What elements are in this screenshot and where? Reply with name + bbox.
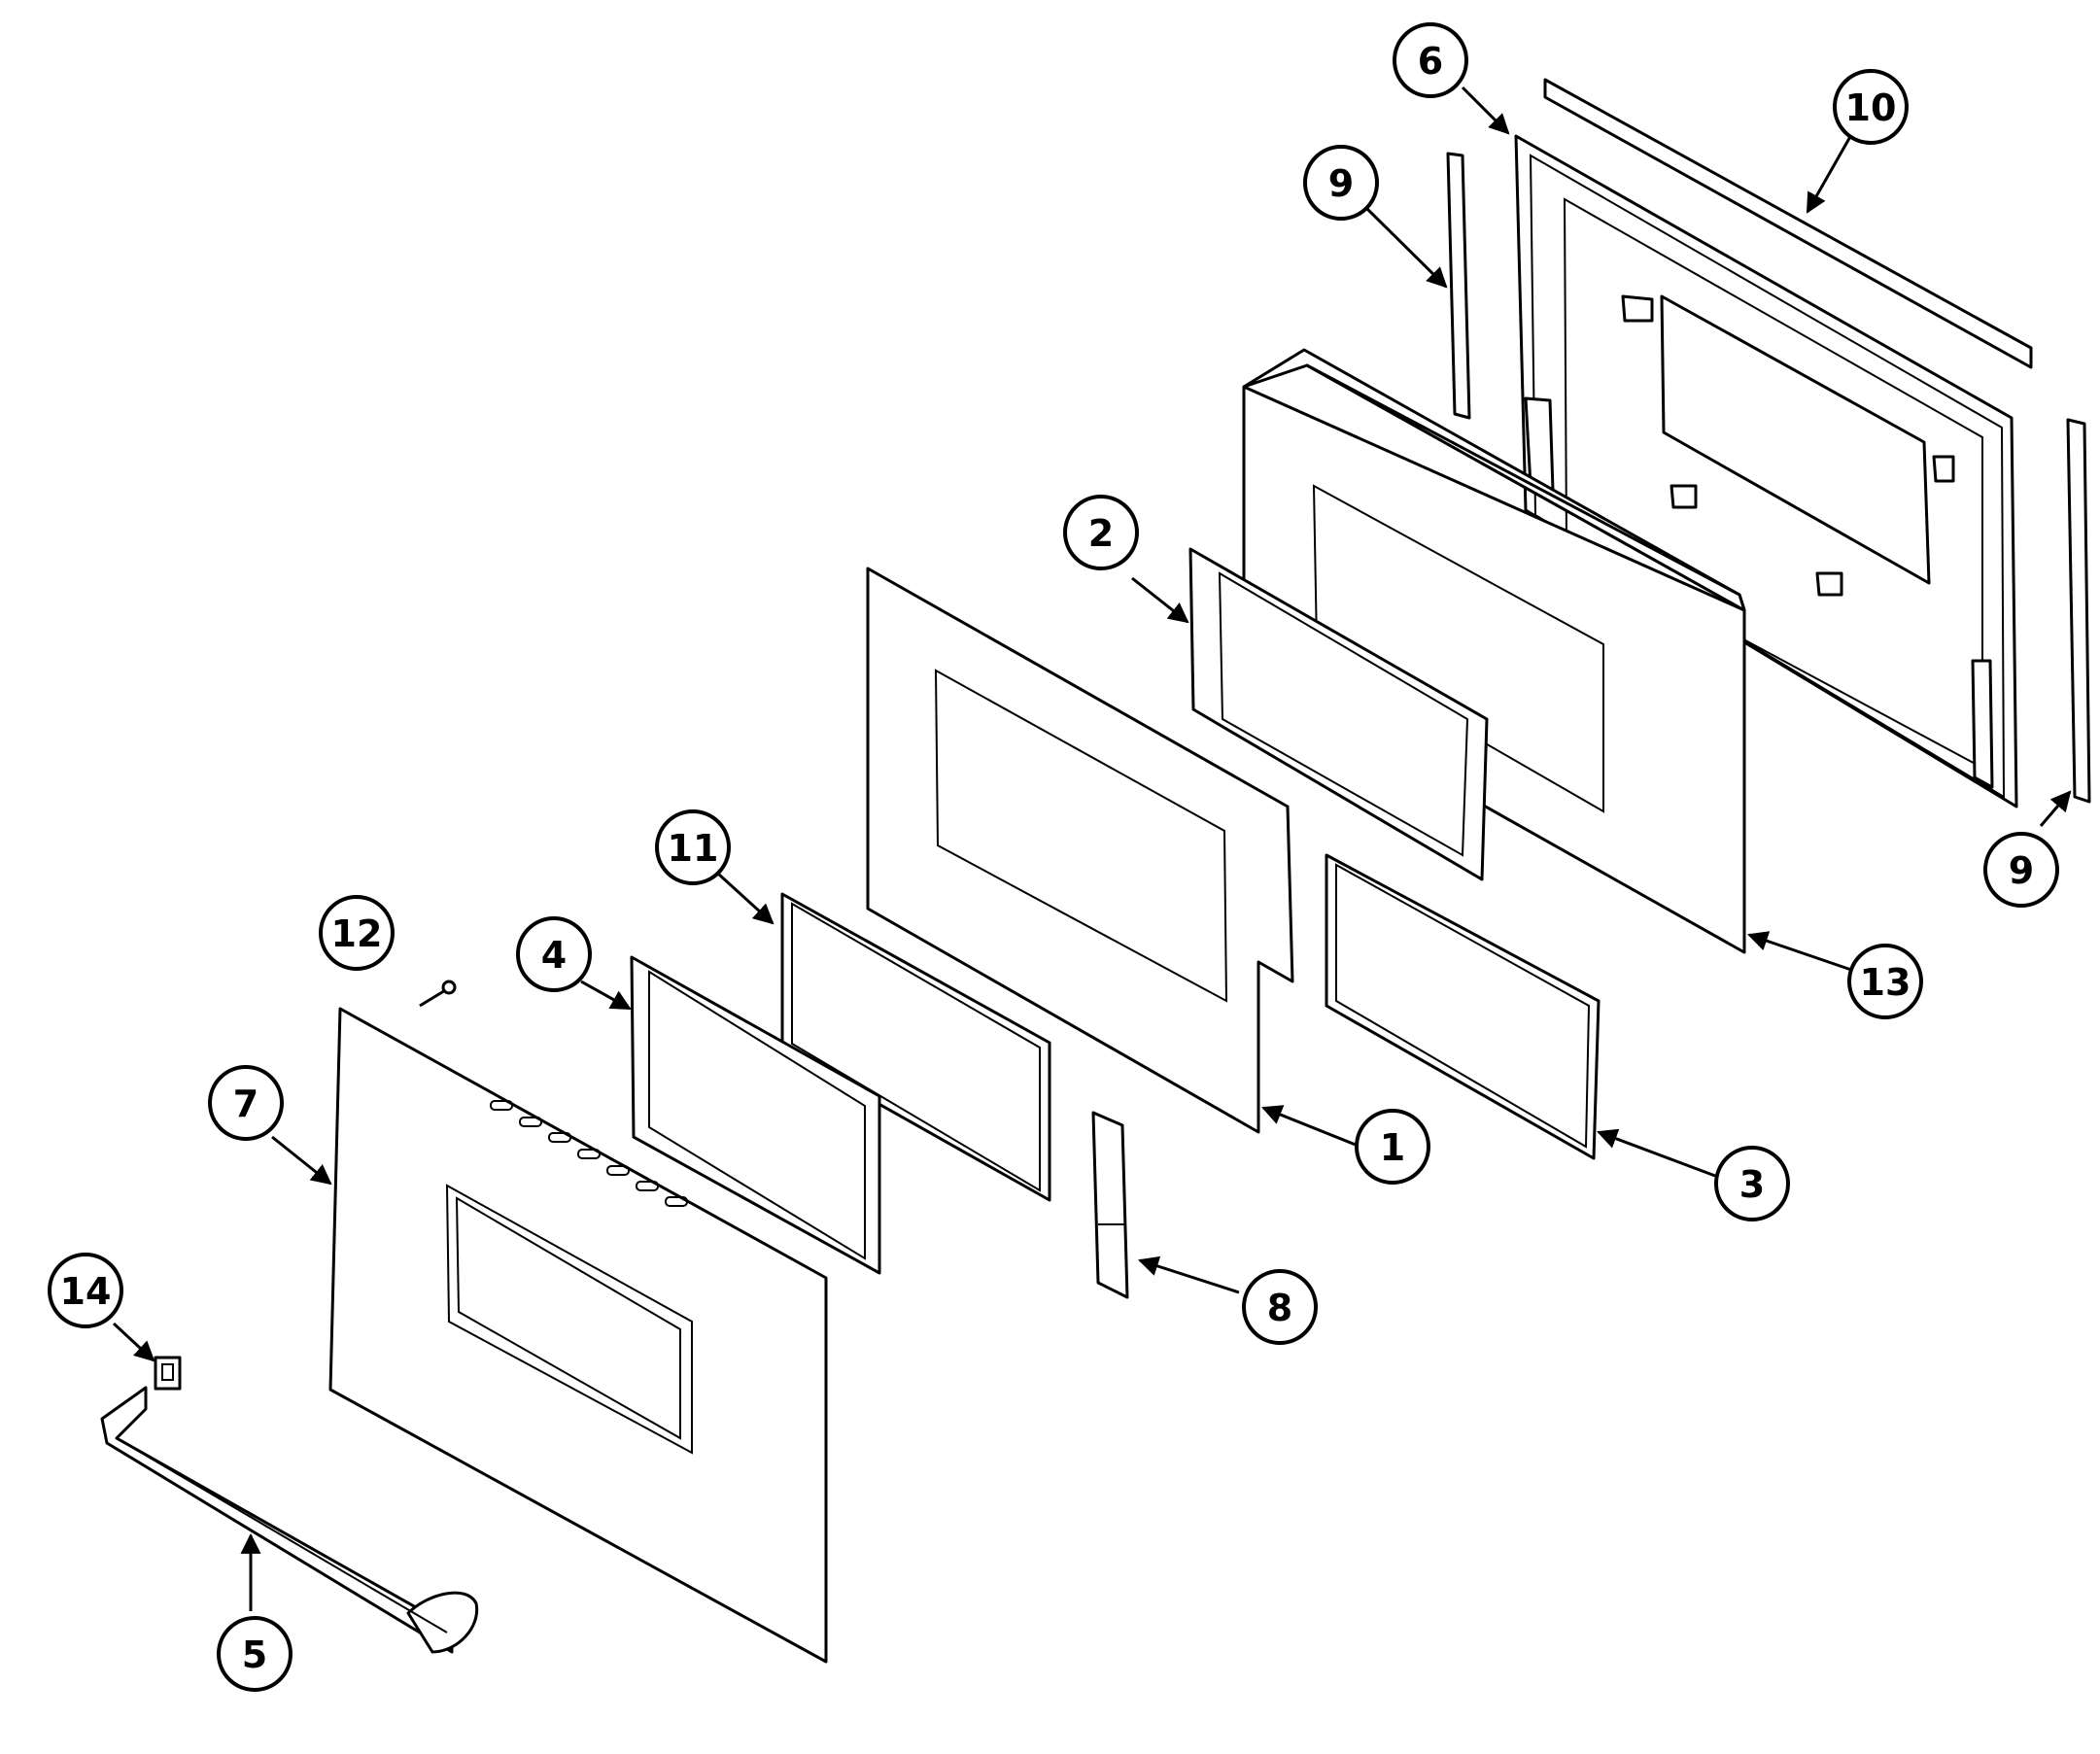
svg-text:12: 12 (331, 912, 383, 955)
part-glass-pane-outer (1325, 853, 1601, 1160)
vent-slots (490, 1100, 688, 1207)
callout-5: 5 (217, 1616, 293, 1692)
svg-text:9: 9 (2009, 849, 2034, 892)
part-top-trim-strip (1543, 78, 2033, 369)
callout-1: 1 (1355, 1109, 1430, 1185)
part-insulation-box (1242, 348, 1746, 954)
svg-text:2: 2 (1088, 512, 1114, 555)
svg-text:3: 3 (1739, 1163, 1765, 1206)
svg-text:1: 1 (1380, 1126, 1405, 1169)
part-side-strip-right (2066, 418, 2091, 804)
svg-text:11: 11 (668, 827, 719, 870)
callout-11: 11 (655, 809, 731, 885)
leader-lines (112, 86, 2072, 1611)
svg-text:4: 4 (541, 934, 567, 977)
callout-9-right: 9 (1983, 832, 2059, 908)
part-screw (419, 980, 457, 1008)
part-door-liner (866, 567, 1294, 1134)
part-inner-door-panel (1514, 134, 2018, 808)
callout-9-left: 9 (1303, 145, 1379, 221)
svg-text:14: 14 (60, 1270, 112, 1313)
callout-8: 8 (1242, 1269, 1318, 1345)
svg-text:6: 6 (1418, 40, 1443, 83)
callout-13: 13 (1847, 944, 1923, 1019)
part-window-gasket (630, 955, 881, 1275)
svg-text:5: 5 (242, 1634, 267, 1676)
callout-3: 3 (1714, 1146, 1790, 1221)
part-side-strip-left (1446, 152, 1471, 420)
callout-12: 12 (319, 895, 395, 971)
part-glass-pane-middle (780, 892, 1051, 1202)
callout-6: 6 (1393, 22, 1468, 98)
callout-4: 4 (516, 916, 592, 992)
callout-2: 2 (1063, 495, 1139, 570)
part-handle-clip (154, 1356, 182, 1391)
part-door-handle (100, 1386, 479, 1654)
svg-text:8: 8 (1267, 1287, 1292, 1329)
part-hinge-bracket (1091, 1111, 1129, 1299)
callout-10: 10 (1833, 69, 1909, 145)
svg-text:9: 9 (1328, 162, 1354, 205)
part-window-frame (1188, 547, 1489, 881)
callout-14: 14 (48, 1253, 123, 1328)
part-outer-door-panel (328, 1007, 828, 1664)
callout-7: 7 (208, 1065, 284, 1141)
svg-text:13: 13 (1860, 961, 1911, 1004)
svg-text:10: 10 (1845, 86, 1897, 129)
svg-text:7: 7 (233, 1083, 258, 1125)
